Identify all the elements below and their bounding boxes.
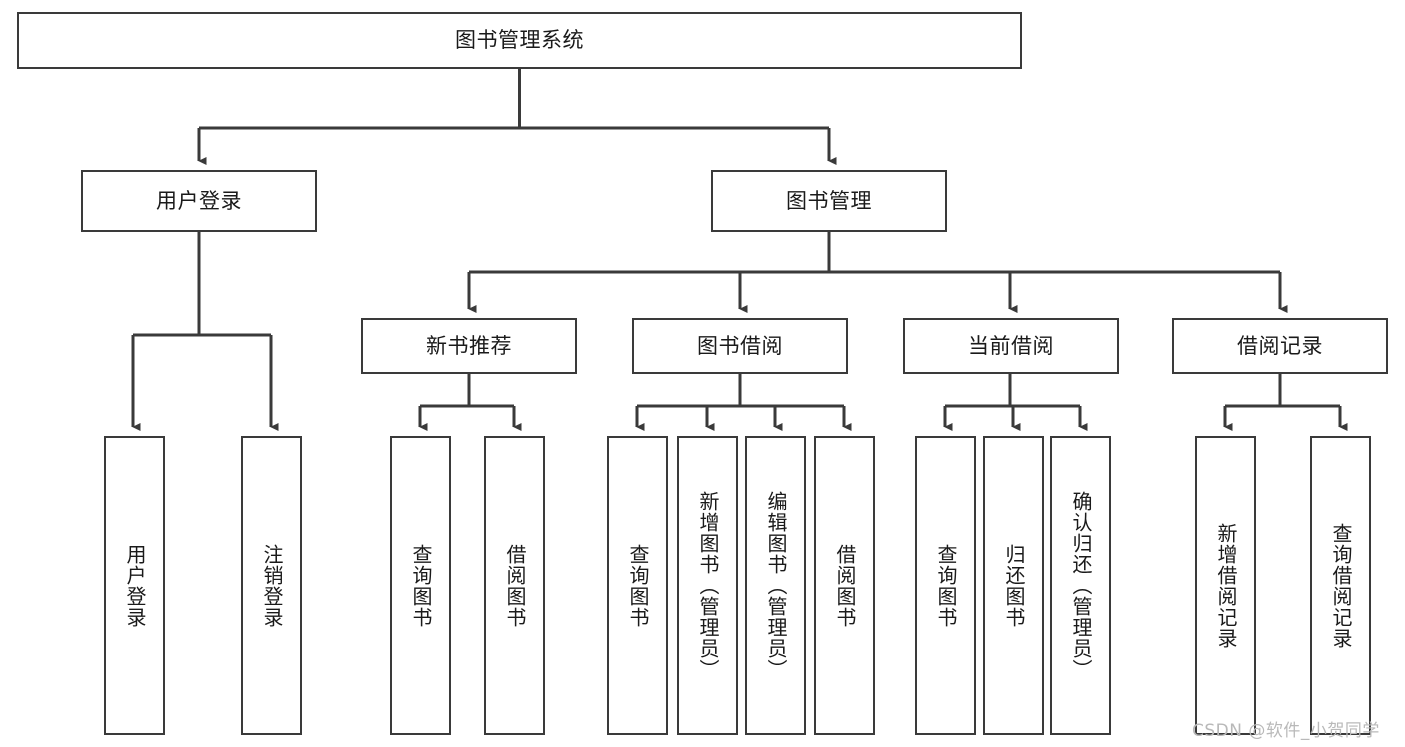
leaf-borrow-book-2-label: 借阅图书 — [833, 543, 857, 628]
node-new-book-rec[interactable]: 新书推荐 — [361, 318, 577, 374]
leaf-confirm-return[interactable]: 确认归还（管理员） — [1050, 436, 1111, 735]
node-book-manage[interactable]: 图书管理 — [711, 170, 947, 232]
leaf-query-record[interactable]: 查询借阅记录 — [1310, 436, 1371, 735]
leaf-return-book-label: 归还图书 — [1002, 543, 1026, 628]
node-new-book-rec-label: 新书推荐 — [426, 333, 512, 358]
node-book-manage-label: 图书管理 — [786, 188, 872, 213]
node-user-login-label: 用户登录 — [156, 188, 242, 213]
node-root-label: 图书管理系统 — [455, 28, 584, 53]
leaf-add-record[interactable]: 新增借阅记录 — [1195, 436, 1256, 735]
leaf-add-record-label: 新增借阅记录 — [1214, 522, 1238, 649]
leaf-user-login-label: 用户登录 — [123, 543, 147, 628]
leaf-return-book[interactable]: 归还图书 — [983, 436, 1044, 735]
leaf-query-book-3-label: 查询图书 — [934, 543, 958, 628]
leaf-borrow-book-1-label: 借阅图书 — [503, 543, 527, 628]
node-borrow-record-label: 借阅记录 — [1237, 333, 1323, 358]
leaf-confirm-return-label: 确认归还（管理员） — [1069, 491, 1093, 680]
node-user-login[interactable]: 用户登录 — [81, 170, 317, 232]
leaf-query-book-3[interactable]: 查询图书 — [915, 436, 976, 735]
node-root[interactable]: 图书管理系统 — [17, 12, 1022, 69]
leaf-edit-book-label: 编辑图书（管理员） — [764, 491, 788, 680]
leaf-add-book[interactable]: 新增图书（管理员） — [677, 436, 738, 735]
leaf-query-book-1-label: 查询图书 — [409, 543, 433, 628]
node-borrow-record[interactable]: 借阅记录 — [1172, 318, 1388, 374]
leaf-borrow-book-1[interactable]: 借阅图书 — [484, 436, 545, 735]
node-book-borrow[interactable]: 图书借阅 — [632, 318, 848, 374]
leaf-add-book-label: 新增图书（管理员） — [696, 491, 720, 680]
leaf-edit-book[interactable]: 编辑图书（管理员） — [745, 436, 806, 735]
leaf-borrow-book-2[interactable]: 借阅图书 — [814, 436, 875, 735]
csdn-watermark: CSDN @软件_小贺同学 — [1192, 721, 1380, 741]
node-current-borrow[interactable]: 当前借阅 — [903, 318, 1119, 374]
leaf-logout[interactable]: 注销登录 — [241, 436, 302, 735]
leaf-query-book-1[interactable]: 查询图书 — [390, 436, 451, 735]
node-current-borrow-label: 当前借阅 — [968, 333, 1054, 358]
leaf-user-login[interactable]: 用户登录 — [104, 436, 165, 735]
leaf-query-book-2-label: 查询图书 — [626, 543, 650, 628]
leaf-logout-label: 注销登录 — [260, 543, 284, 628]
leaf-query-record-label: 查询借阅记录 — [1329, 522, 1353, 649]
node-book-borrow-label: 图书借阅 — [697, 333, 783, 358]
leaf-query-book-2[interactable]: 查询图书 — [607, 436, 668, 735]
